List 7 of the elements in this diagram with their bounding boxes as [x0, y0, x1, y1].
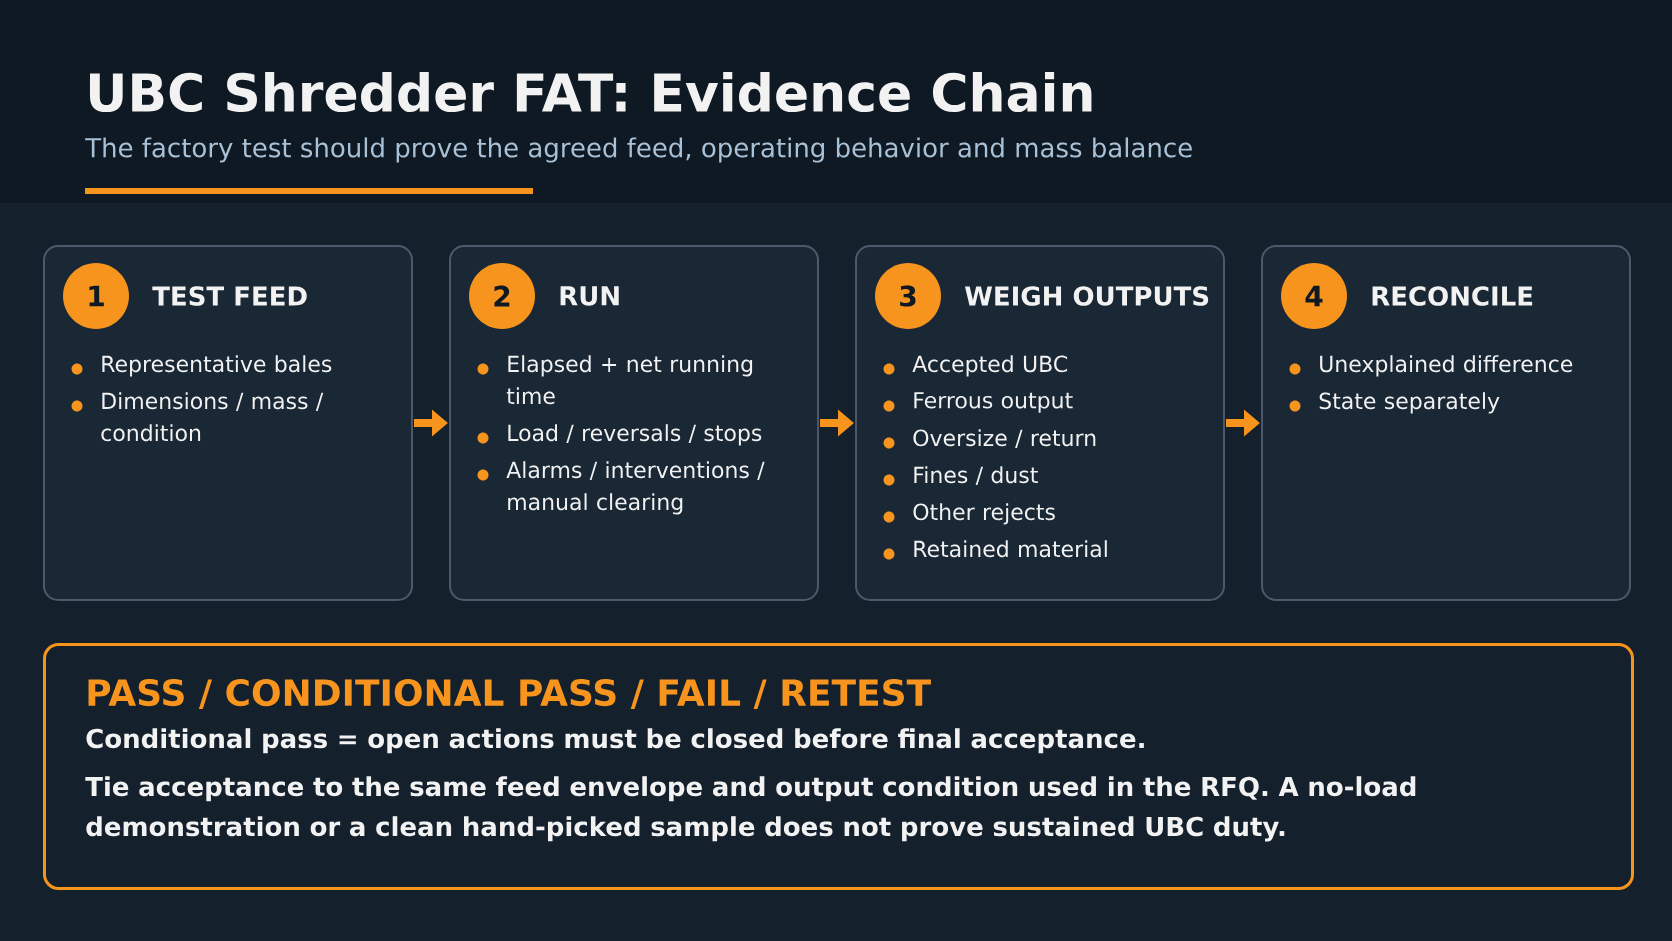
number-badge: 4 — [1281, 263, 1347, 329]
number-badge: 2 — [469, 263, 535, 329]
subtitle: The factory test should prove the agreed feed, operating behavior and mass balance — [85, 137, 1192, 163]
title: UBC Shredder FAT: Evidence Chain — [90, 71, 1092, 113]
number-badge: 1 — [63, 263, 129, 329]
number-badge: 3 — [875, 263, 941, 329]
verdict-panel: PASS / CONDITIONAL PASS / FAIL / RETEST Conditional pass = open actions must be closed before final acceptance. Tie acceptance to the same feed envelope and output condition used in the RFQ. A no-load demonstration or a clean hand-picked sample does not prove sustained UBC duty. — [43, 643, 1634, 890]
